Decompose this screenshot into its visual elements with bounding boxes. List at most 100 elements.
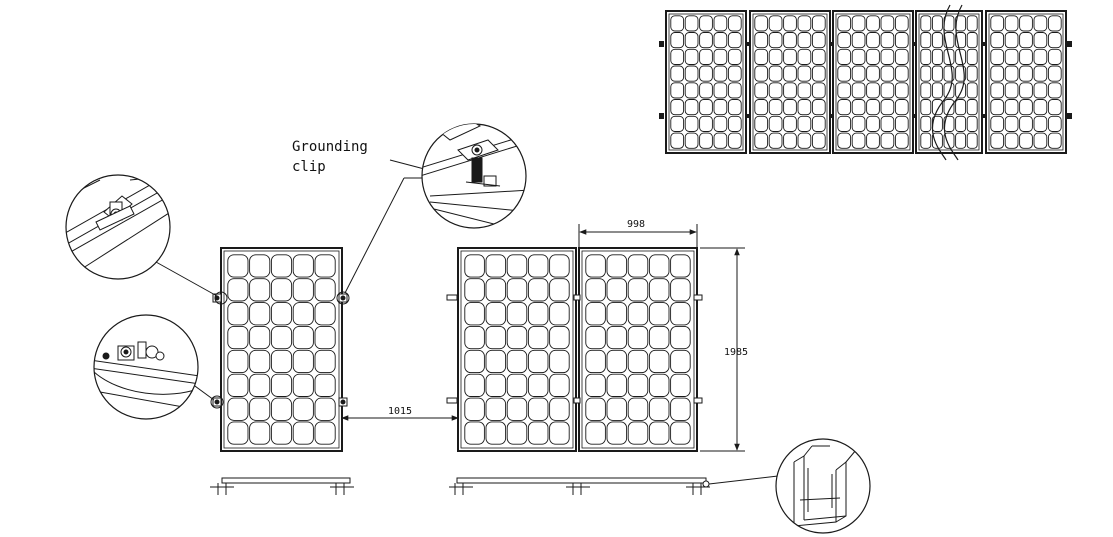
solar-cell	[648, 349, 670, 374]
solar-cell	[966, 82, 978, 99]
solar-cell	[990, 48, 1005, 65]
solar-cell	[811, 99, 826, 116]
solar-cell	[894, 82, 909, 99]
solar-cell	[955, 115, 967, 132]
solar-cell	[894, 115, 909, 132]
solar-cell	[713, 32, 728, 49]
solar-cell	[485, 254, 507, 278]
solar-cell	[851, 82, 866, 99]
solar-cell	[249, 325, 271, 350]
solar-cell	[880, 132, 895, 149]
solar-cell	[797, 15, 812, 32]
solar-cell	[292, 325, 314, 350]
solar-cell	[670, 421, 691, 445]
solar-cell	[811, 65, 826, 82]
solar-cell	[783, 65, 797, 82]
panel-array-strip	[659, 4, 1072, 161]
solar-cell	[464, 325, 485, 350]
solar-cell	[754, 99, 769, 116]
solar-cell	[943, 132, 955, 149]
solar-cell	[270, 397, 293, 421]
solar-cell	[837, 132, 852, 149]
single-panel-front-view	[220, 247, 343, 452]
solar-cell	[227, 325, 249, 350]
solar-cell	[1004, 15, 1019, 32]
solar-cell	[1019, 115, 1033, 132]
break-line	[931, 4, 953, 161]
solar-cell	[754, 32, 769, 49]
solar-cell	[851, 99, 866, 116]
solar-cell	[713, 132, 728, 149]
solar-cell	[966, 48, 978, 65]
solar-cell	[894, 132, 909, 149]
solar-cell	[880, 115, 895, 132]
solar-cell	[314, 349, 336, 374]
solar-cell	[670, 82, 685, 99]
solar-cell	[464, 254, 485, 278]
solar-cell	[920, 48, 932, 65]
solar-cell	[585, 302, 606, 326]
solar-cell	[713, 115, 728, 132]
solar-cell	[270, 325, 293, 350]
solar-cell	[1047, 15, 1062, 32]
solar-cell	[249, 421, 271, 445]
end-clamp-markers-left-panel	[210, 291, 350, 409]
solar-cell	[955, 99, 967, 116]
solar-cell	[485, 373, 507, 397]
strip-mid-clamp	[829, 114, 833, 118]
solar-cell	[920, 132, 932, 149]
solar-cell	[1019, 99, 1033, 116]
solar-cell	[648, 254, 670, 278]
solar-cell	[270, 421, 293, 445]
solar-cell	[880, 65, 895, 82]
solar-cell	[713, 48, 728, 65]
solar-cell	[648, 302, 670, 326]
solar-cell	[627, 397, 649, 421]
solar-cell	[292, 421, 314, 445]
solar-cell	[485, 278, 507, 302]
solar-cell	[727, 48, 742, 65]
solar-cell	[713, 15, 728, 32]
solar-cell	[648, 373, 670, 397]
solar-cell	[931, 32, 943, 49]
solar-cell	[894, 15, 909, 32]
solar-cell	[627, 278, 649, 302]
solar-cell	[270, 254, 293, 278]
solar-cell	[990, 65, 1005, 82]
solar-cell	[851, 48, 866, 65]
solar-cell	[627, 254, 649, 278]
solar-cell	[727, 132, 742, 149]
solar-cell	[1019, 82, 1033, 99]
side-view-rail-right	[449, 477, 710, 495]
solar-cell	[811, 15, 826, 32]
solar-cell	[292, 349, 314, 374]
solar-cell	[768, 15, 783, 32]
solar-cell	[966, 15, 978, 32]
solar-cell	[1047, 115, 1062, 132]
solar-cell	[837, 32, 852, 49]
solar-cell	[506, 254, 528, 278]
solar-cell	[783, 15, 797, 32]
solar-cell	[627, 421, 649, 445]
solar-cell	[727, 65, 742, 82]
solar-cell	[464, 302, 485, 326]
solar-cell	[314, 278, 336, 302]
solar-cell	[754, 132, 769, 149]
solar-cell	[851, 65, 866, 82]
solar-cell	[670, 15, 685, 32]
solar-cell	[783, 48, 797, 65]
solar-cell	[727, 99, 742, 116]
dimension-spacing-label: 1015	[388, 406, 412, 417]
solar-cell	[670, 48, 685, 65]
solar-cell	[670, 132, 685, 149]
solar-cell	[648, 421, 670, 445]
solar-cell	[797, 99, 812, 116]
solar-cell	[1019, 65, 1033, 82]
detail-callout-end-clamp-top	[65, 174, 171, 280]
solar-cell	[227, 373, 249, 397]
solar-cell	[1004, 48, 1019, 65]
solar-cell	[549, 349, 570, 374]
solar-cell	[866, 65, 880, 82]
solar-cell	[585, 373, 606, 397]
